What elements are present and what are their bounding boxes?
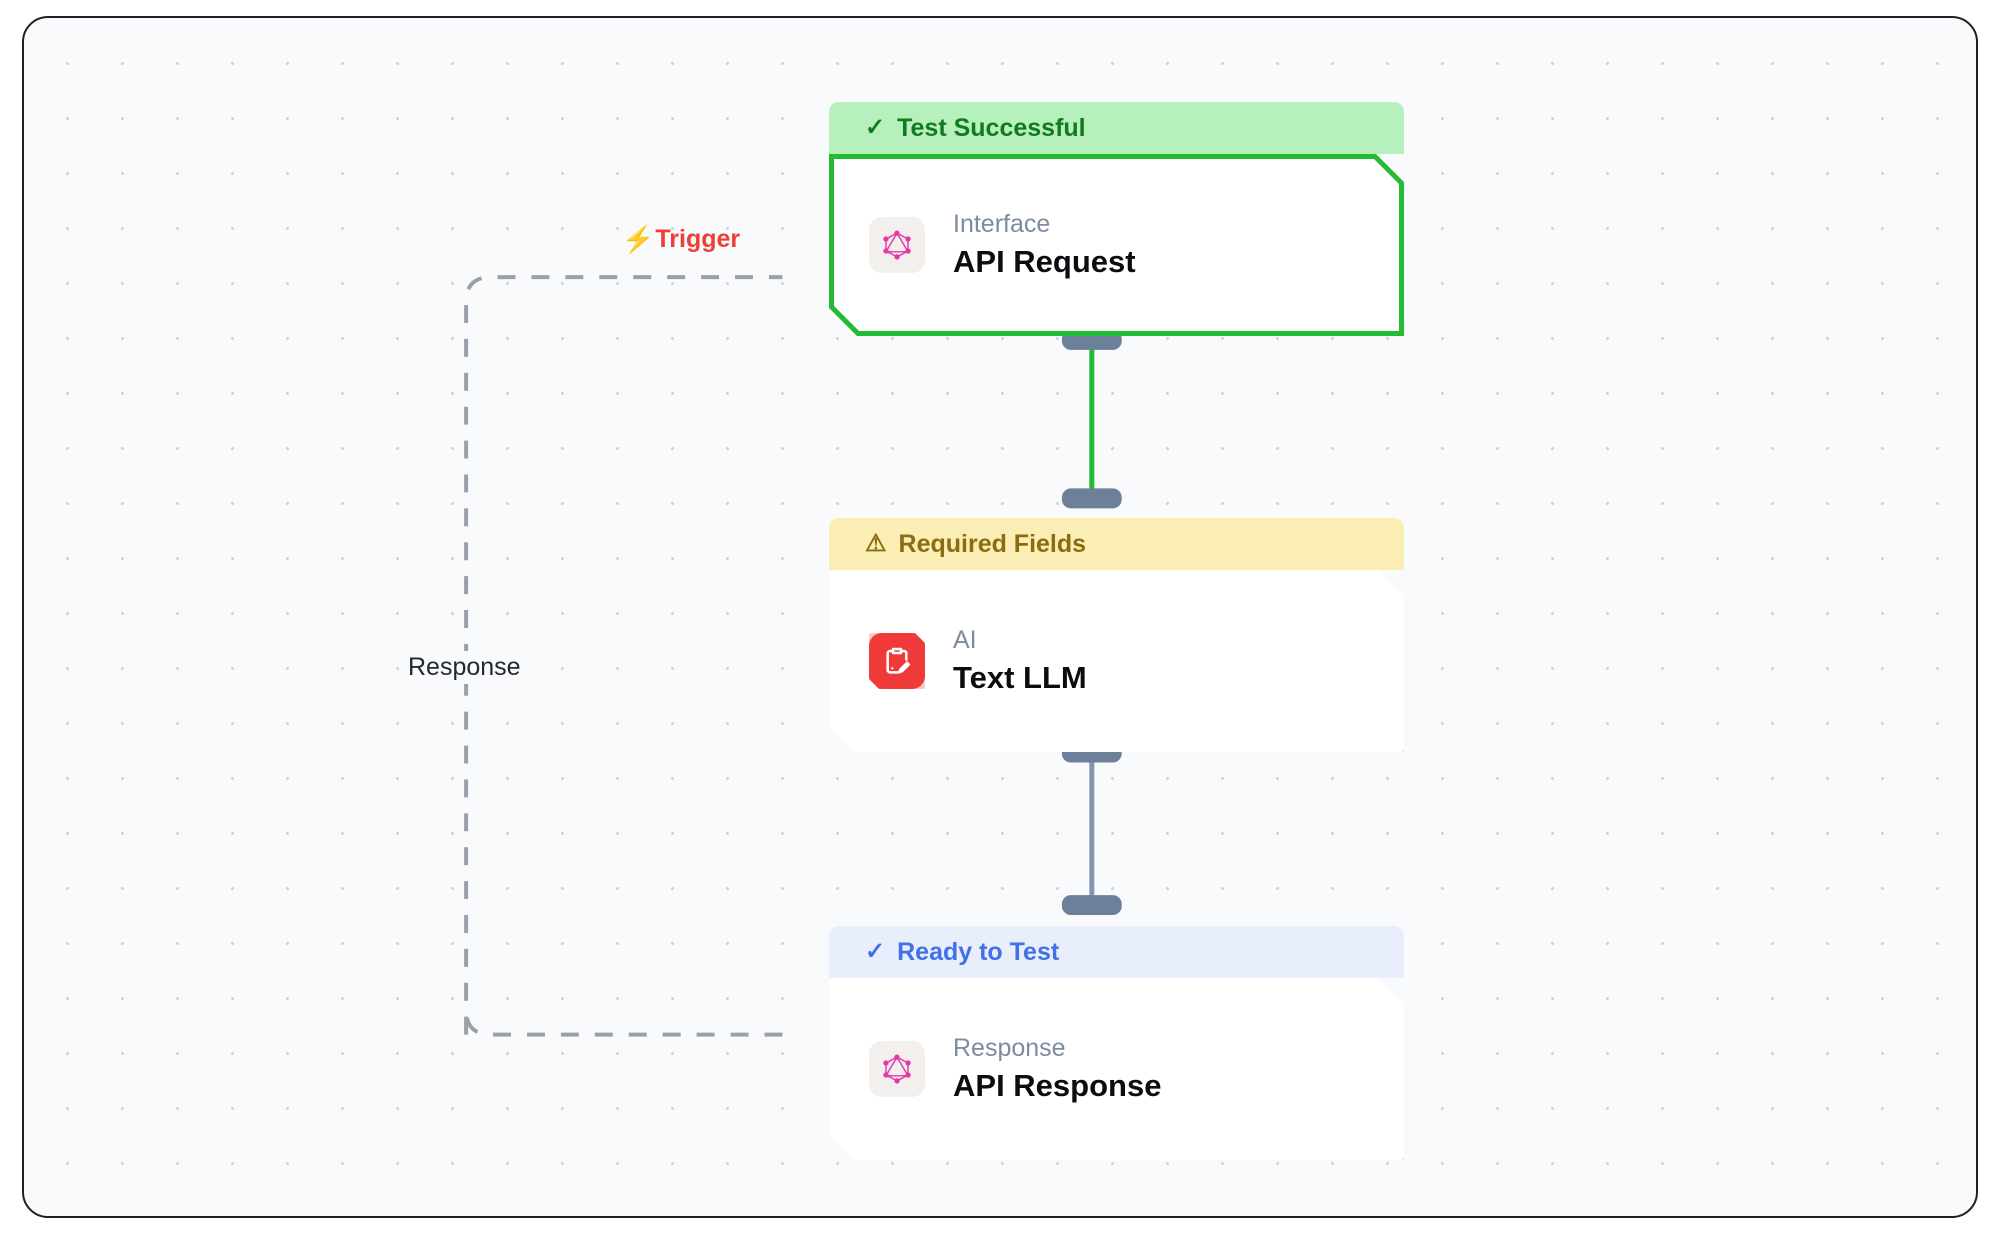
edge-label-trigger[interactable]: ⚡ Trigger <box>622 226 740 252</box>
node-outline <box>829 154 1404 336</box>
node-body[interactable]: Response API Response <box>829 978 1404 1160</box>
graphql-glyph <box>880 228 914 262</box>
node-title: API Response <box>953 1067 1162 1103</box>
node-kind-label: Interface <box>953 210 1051 239</box>
status-badge-ready-to-test: ✓ Ready to Test <box>829 926 1404 978</box>
status-badge-label: Test Successful <box>897 113 1086 142</box>
clipboard-pencil-icon <box>869 633 925 689</box>
node-body[interactable]: Interface API Request <box>829 154 1404 336</box>
node-text: Response API Response <box>953 1035 1161 1103</box>
node-text: Interface API Request <box>953 211 1136 279</box>
warning-triangle-icon: ⚠ <box>865 530 887 557</box>
status-badge-label: Ready to Test <box>897 937 1060 966</box>
graphql-icon <box>869 217 925 273</box>
status-badge-test-successful: ✓ Test Successful <box>829 102 1404 154</box>
edge-response-path <box>464 1009 783 1037</box>
node-title: Text LLM <box>953 659 1087 695</box>
edge-label-response-text: Response <box>408 653 521 681</box>
status-badge-label: Required Fields <box>898 529 1087 558</box>
graphql-glyph <box>880 1052 914 1086</box>
node-title: API Request <box>953 243 1136 279</box>
node-text: AI Text LLM <box>953 627 1087 695</box>
node-kind-label: Response <box>953 1034 1066 1063</box>
edge-label-response[interactable]: Response <box>400 651 529 684</box>
node-body[interactable]: AI Text LLM <box>829 570 1404 752</box>
graphql-icon <box>869 1041 925 1097</box>
node-kind-label: AI <box>953 626 977 655</box>
edge-trigger-path <box>464 275 783 1035</box>
check-icon: ✓ <box>865 114 886 141</box>
handle-llm-target[interactable] <box>1061 488 1122 509</box>
check-icon: ✓ <box>865 938 886 965</box>
lightning-bolt-icon: ⚡ <box>622 224 655 254</box>
node-api-response[interactable]: ✓ Ready to Test Response <box>829 926 1404 1160</box>
handle-response-target[interactable] <box>1061 895 1122 916</box>
status-badge-required-fields: ⚠ Required Fields <box>829 518 1404 570</box>
edge-label-trigger-text: Trigger <box>655 224 741 253</box>
node-text-llm[interactable]: ⚠ Required Fields AI Text LLM <box>829 518 1404 752</box>
node-api-request[interactable]: ✓ Test Successful <box>829 102 1404 336</box>
workflow-canvas[interactable]: ⚡ Trigger Response ✓ Test Successful <box>22 16 1978 1218</box>
clipboard-pencil-glyph <box>881 645 913 677</box>
